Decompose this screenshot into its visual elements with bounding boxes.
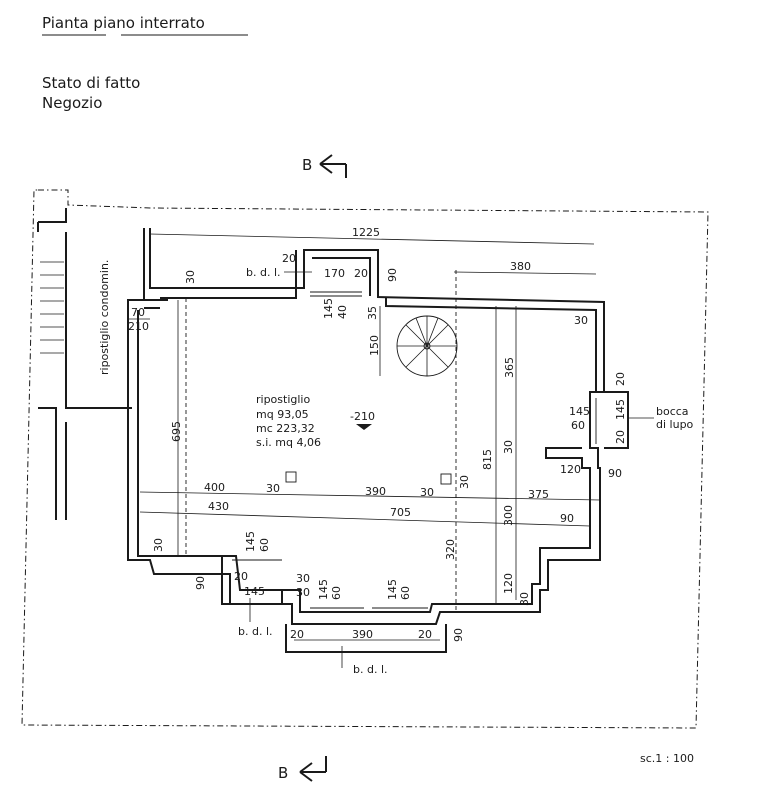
dim-30d: 30 bbox=[266, 482, 280, 495]
dim-30a: 30 bbox=[184, 270, 197, 284]
dim-30g: 30 bbox=[152, 538, 165, 552]
dim-390a: 390 bbox=[365, 485, 386, 498]
dim-145a: 145 bbox=[322, 298, 335, 319]
bdl-left-label: b. d. l. bbox=[238, 625, 273, 638]
dim-390b: 390 bbox=[352, 628, 373, 641]
dim-150: 150 bbox=[368, 335, 381, 356]
dim-145f: 145 bbox=[317, 579, 330, 600]
dim-90b: 90 bbox=[608, 467, 622, 480]
dim-90e: 90 bbox=[452, 628, 465, 642]
dim-120b: 120 bbox=[502, 573, 515, 594]
dim-60a: 60 bbox=[571, 419, 585, 432]
dim-375: 375 bbox=[528, 488, 549, 501]
room-area: mq 93,05 bbox=[256, 408, 309, 421]
dim-120a: 120 bbox=[560, 463, 581, 476]
dim-60b: 60 bbox=[258, 538, 271, 552]
dim-145b: 145 bbox=[569, 405, 590, 418]
spiral-staircase bbox=[396, 315, 458, 377]
section-arrow-bottom bbox=[299, 756, 327, 782]
bdl-top-label: b. d. l. bbox=[246, 266, 281, 279]
room-name: ripostiglio bbox=[256, 393, 310, 406]
lightwell-bottom bbox=[285, 624, 447, 653]
dim-30c: 30 bbox=[502, 440, 515, 454]
condo-storage-label: ripostiglio condomin. bbox=[98, 260, 111, 375]
dim-20b: 20 bbox=[354, 267, 368, 280]
door-height: 210 bbox=[128, 320, 149, 333]
bocca-label-1: bocca bbox=[656, 405, 689, 418]
property-boundary bbox=[21, 189, 709, 729]
section-marker-bottom: B bbox=[278, 764, 288, 782]
pillar-left bbox=[285, 471, 297, 483]
section-arrow-top bbox=[319, 154, 347, 178]
dim-20g: 20 bbox=[418, 628, 432, 641]
lightwell-top bbox=[295, 250, 371, 296]
state-label: Stato di fatto bbox=[42, 74, 140, 92]
lightwell-bottom-left bbox=[221, 556, 283, 605]
pillar-right bbox=[440, 473, 452, 485]
dim-30e: 30 bbox=[420, 486, 434, 499]
dim-20e: 20 bbox=[234, 570, 248, 583]
dim-145c: 145 bbox=[614, 399, 627, 420]
condo-stair-hatch bbox=[40, 261, 64, 354]
dim-60c: 60 bbox=[330, 586, 343, 600]
dim-20a: 20 bbox=[282, 252, 296, 265]
outer-wall bbox=[127, 228, 605, 625]
use-label: Negozio bbox=[42, 94, 102, 112]
dim-40: 40 bbox=[336, 305, 349, 319]
dim-430: 430 bbox=[208, 500, 229, 513]
bdl-bottom-label: b. d. l. bbox=[353, 663, 388, 676]
bocca-label-2: di lupo bbox=[656, 418, 694, 431]
dim-400: 400 bbox=[204, 481, 225, 494]
dim-35: 35 bbox=[366, 306, 379, 320]
door-opening bbox=[144, 299, 168, 309]
dim-320: 320 bbox=[444, 539, 457, 560]
dim-145d: 145 bbox=[244, 531, 257, 552]
lightwell-right bbox=[604, 391, 629, 449]
dim-380: 380 bbox=[510, 260, 531, 273]
dim-90c: 90 bbox=[560, 512, 574, 525]
room-surface-lighting: s.i. mq 4,06 bbox=[256, 436, 321, 449]
dim-145g: 145 bbox=[386, 579, 399, 600]
drawing-title: Pianta piano interrato bbox=[42, 14, 205, 32]
dim-1225: 1225 bbox=[352, 226, 380, 239]
dim-20f: 20 bbox=[290, 628, 304, 641]
dim-30j: 30 bbox=[518, 592, 531, 606]
dim-20c: 20 bbox=[614, 372, 627, 386]
dim-30h: 30 bbox=[296, 572, 310, 585]
dim-815: 815 bbox=[481, 449, 494, 470]
dim-145e: 145 bbox=[244, 585, 265, 598]
dim-90a: 90 bbox=[386, 268, 399, 282]
dim-30i: 30 bbox=[296, 586, 310, 599]
section-marker-top: B bbox=[302, 156, 312, 174]
dim-30f: 30 bbox=[458, 475, 471, 489]
dim-60d: 60 bbox=[399, 586, 412, 600]
door-width: 70 bbox=[131, 306, 145, 319]
condo-storage-walls bbox=[37, 208, 132, 520]
dim-170: 170 bbox=[324, 267, 345, 280]
dim-300: 300 bbox=[502, 505, 515, 526]
room-level: -210 bbox=[350, 410, 375, 423]
inner-wall bbox=[137, 288, 597, 613]
room-volume: mc 223,32 bbox=[256, 422, 315, 435]
dim-695: 695 bbox=[170, 421, 183, 442]
dim-365: 365 bbox=[503, 357, 516, 378]
dim-30b: 30 bbox=[574, 314, 588, 327]
dim-705: 705 bbox=[390, 506, 411, 519]
dimension-lines bbox=[139, 233, 601, 641]
dim-20d: 20 bbox=[614, 430, 627, 444]
dim-90d: 90 bbox=[194, 576, 207, 590]
scale-label: sc.1 : 100 bbox=[640, 752, 694, 765]
level-marker bbox=[356, 424, 372, 430]
